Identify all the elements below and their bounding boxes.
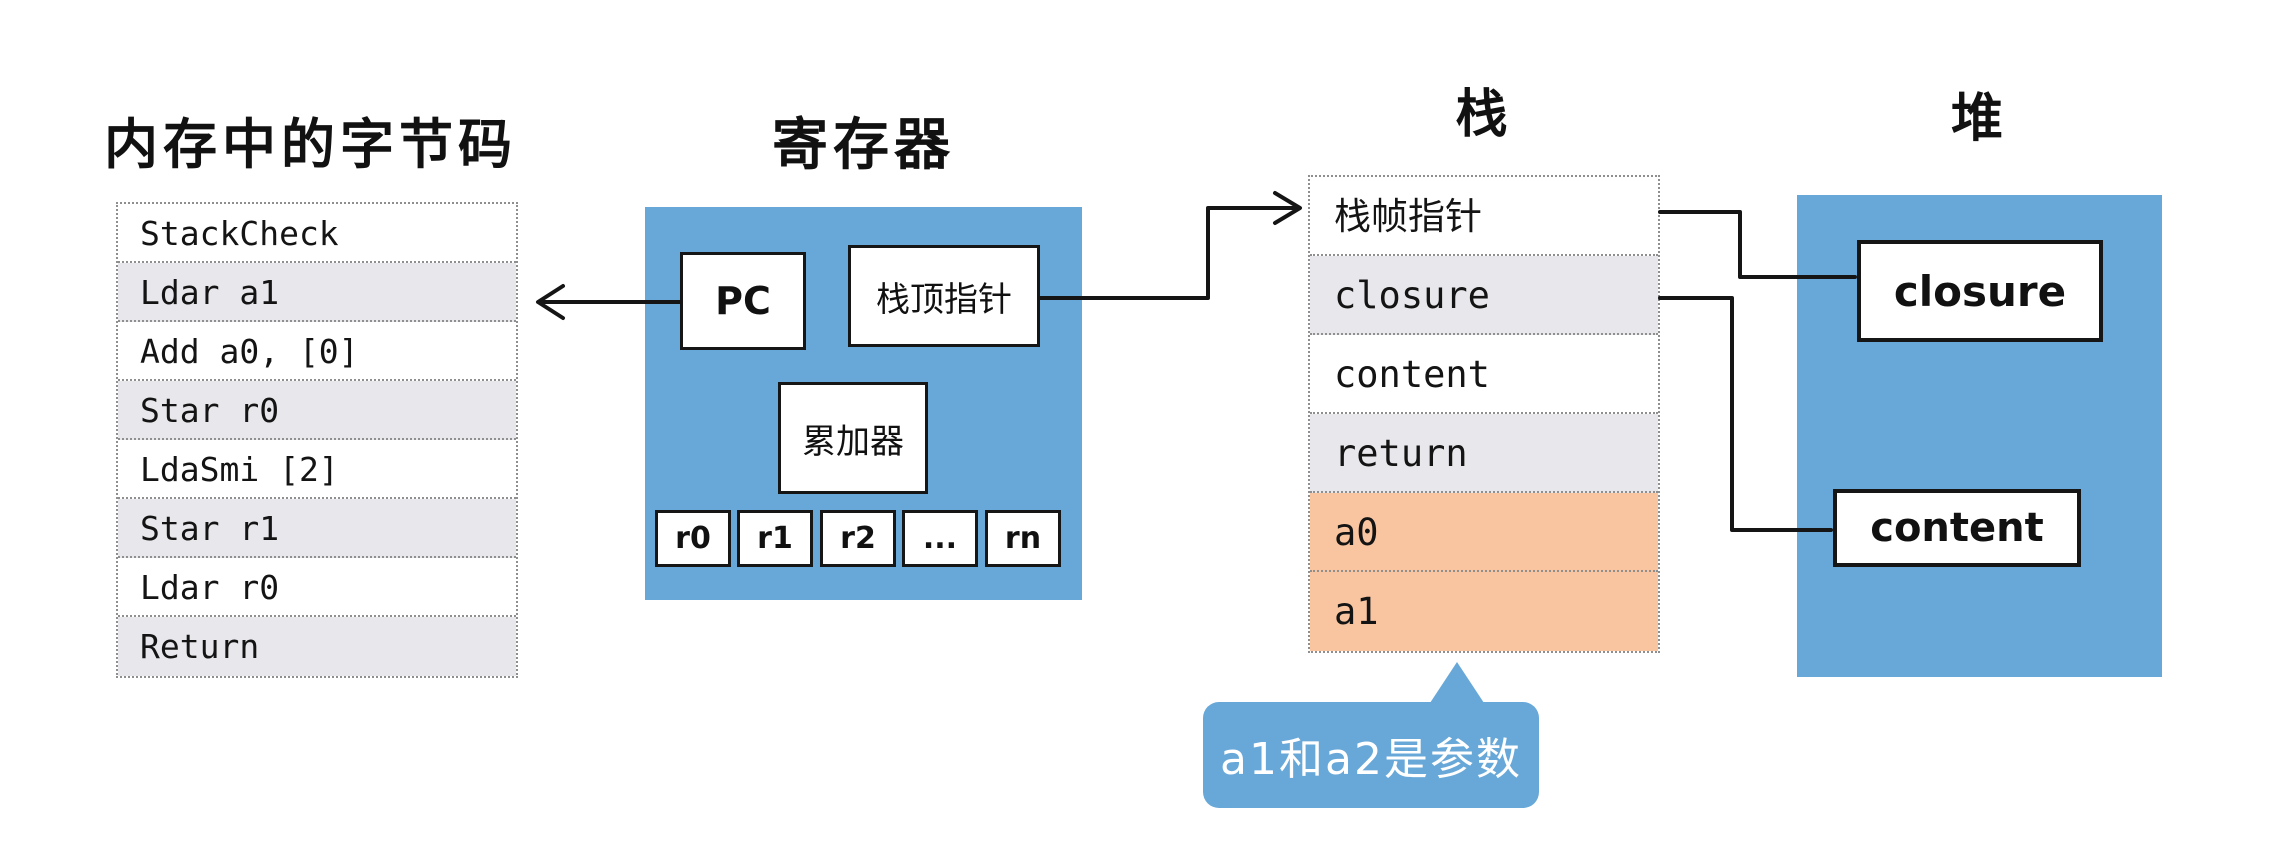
stack-row: 栈帧指针: [1310, 177, 1658, 256]
heap-content-box: content: [1833, 489, 2081, 567]
bytecode-row: Ldar a1: [118, 263, 516, 322]
register-cell: r2: [820, 510, 896, 567]
bytecode-row: Star r1: [118, 499, 516, 558]
registers-section-title: 寄存器: [772, 113, 955, 178]
bytecode-row: Star r0: [118, 381, 516, 440]
register-cell: ...: [902, 510, 978, 567]
stack-top-pointer-box: 栈顶指针: [848, 245, 1040, 347]
heap-closure-box: closure: [1857, 240, 2103, 342]
stack-section-title: 栈: [1455, 85, 1513, 145]
callout-bubble: a1和a2是参数: [1203, 702, 1539, 808]
stack-row: a0: [1310, 493, 1658, 572]
bytecode-row: LdaSmi [2]: [118, 440, 516, 499]
accumulator-box: 累加器: [778, 382, 928, 494]
register-cell: r0: [655, 510, 731, 567]
stack-row: content: [1310, 335, 1658, 414]
bytecode-row: Ldar r0: [118, 558, 516, 617]
stack-row: closure: [1310, 256, 1658, 335]
bytecode-section-title: 内存中的字节码: [104, 113, 517, 176]
bytecode-row: Return: [118, 617, 516, 676]
register-cell: r1: [737, 510, 813, 567]
bytecode-row: Add a0, [0]: [118, 322, 516, 381]
register-cell: rn: [985, 510, 1061, 567]
heap-section-title: 堆: [1950, 89, 2008, 149]
callout-pointer: [1428, 662, 1486, 706]
stack-row: return: [1310, 414, 1658, 493]
stack-row: a1: [1310, 572, 1658, 651]
bytecode-row: StackCheck: [118, 204, 516, 263]
pc-register-box: PC: [680, 252, 806, 350]
